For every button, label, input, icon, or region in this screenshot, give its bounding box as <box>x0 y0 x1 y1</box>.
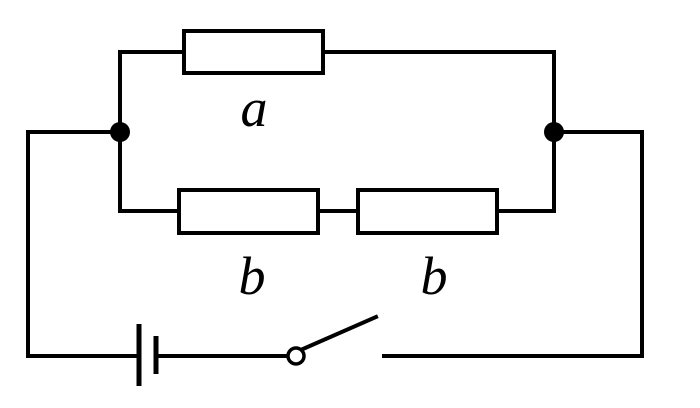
wire-right-outer <box>382 130 644 358</box>
switch-pivot <box>286 346 306 366</box>
label-resistor-b-right: b <box>421 246 448 306</box>
resistor-b-right <box>356 188 499 235</box>
wire-left-outer <box>26 130 139 358</box>
wire-top-branch <box>118 50 556 134</box>
label-resistor-b-left: b <box>239 246 266 306</box>
resistor-b-left <box>177 188 320 235</box>
switch-blade <box>300 314 379 352</box>
label-resistor-a: a <box>241 78 268 138</box>
resistor-a <box>182 29 325 75</box>
junction-left <box>110 122 130 142</box>
junction-right <box>544 122 564 142</box>
wire-bottom-branch <box>118 130 556 213</box>
